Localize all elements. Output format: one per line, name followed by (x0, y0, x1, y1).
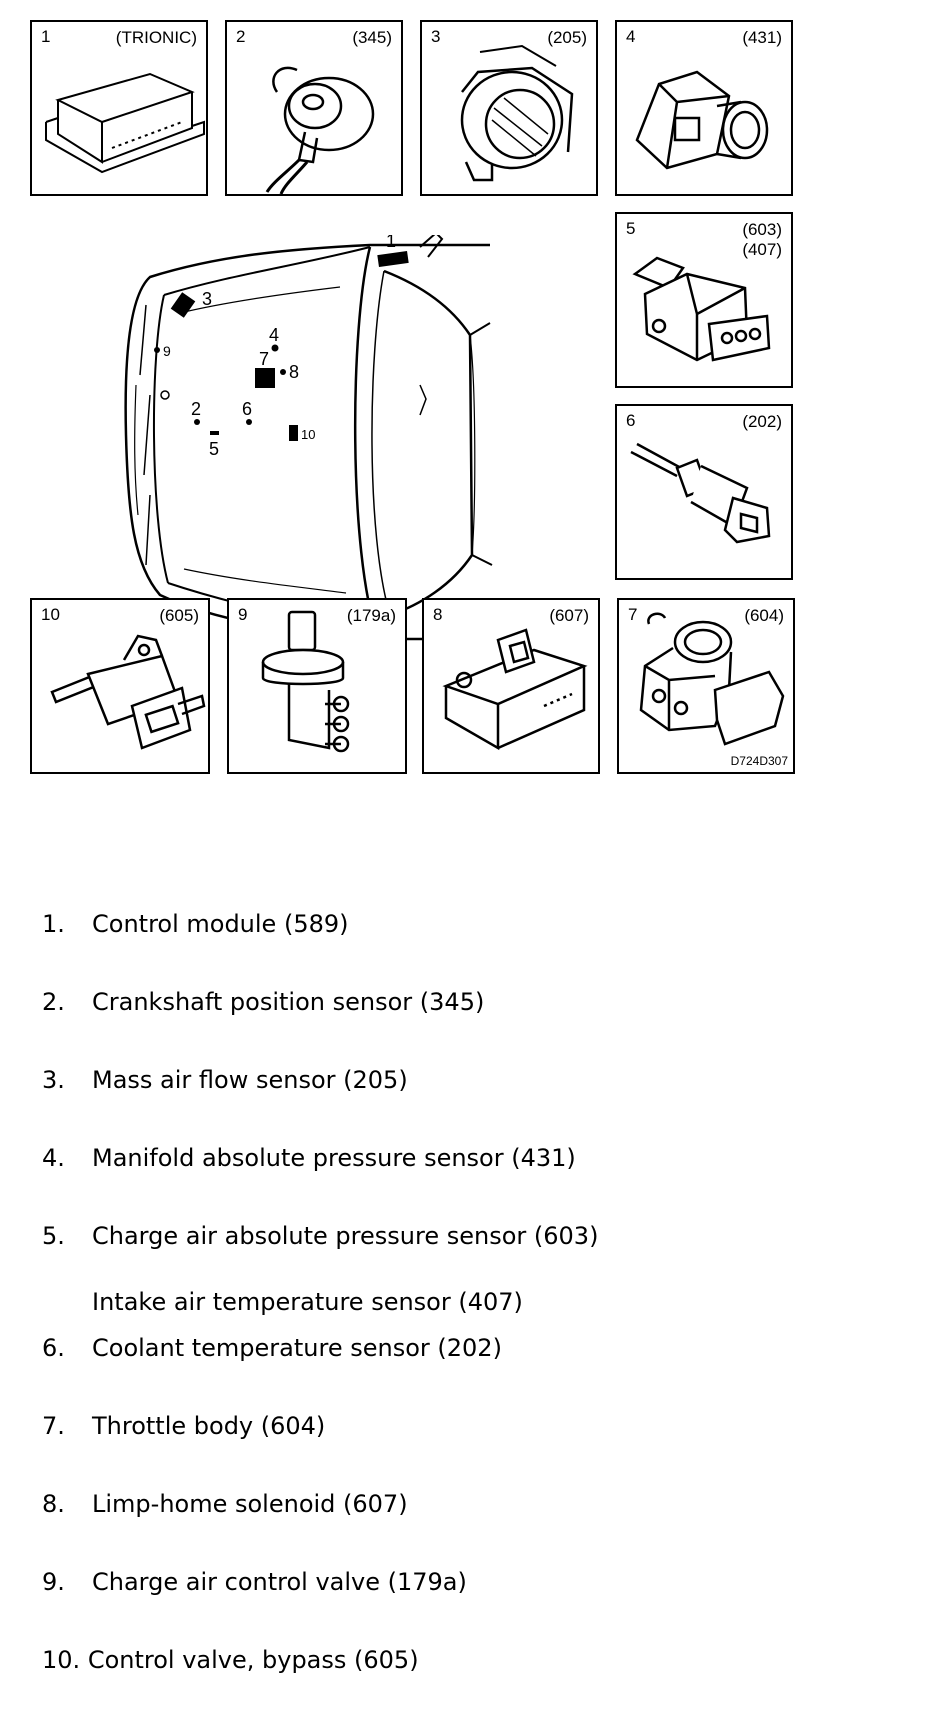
crankshaft-sensor-illustration (265, 66, 375, 194)
panel-code-secondary: (407) (742, 239, 782, 259)
legend-item-2: 2. Crankshaft position sensor (345) (42, 990, 484, 1014)
legend-text: Crankshaft position sensor (345) (92, 988, 485, 1016)
legend-number: 4. (42, 1144, 65, 1172)
legend-item-3: 3. Mass air flow sensor (205) (42, 1068, 408, 1092)
car-marker-circle (160, 390, 170, 400)
car-marker-2 (194, 419, 200, 425)
legend-text: Coolant temperature sensor (202) (92, 1334, 502, 1362)
panel-code: (607) (549, 606, 589, 625)
manifold-pressure-sensor-illustration (635, 70, 769, 170)
legend-item-8: 8. Limp-home solenoid (607) (42, 1492, 408, 1516)
panel-code: (431) (742, 28, 782, 47)
legend-number: 3. (42, 1066, 65, 1094)
panel-code: (179a) (346, 606, 396, 625)
panel-number: 8 (433, 605, 443, 624)
car-label-2: 2 (191, 399, 201, 419)
panel-manifold-pressure-sensor: 4 (431) (615, 20, 793, 196)
panel-coolant-temperature-sensor: 6 (202) (615, 404, 793, 580)
car-label-1: 1 (386, 235, 396, 251)
car-label-5: 5 (209, 439, 219, 459)
panel-bypass-control-valve: 10 (605) (30, 598, 210, 774)
legend-text: Manifold absolute pressure sensor (431) (92, 1144, 576, 1172)
legend-item-6: 6. Coolant temperature sensor (202) (42, 1336, 502, 1360)
legend-text: Throttle body (604) (92, 1412, 326, 1440)
car-marker-8 (280, 369, 286, 375)
panel-number: 10 (41, 605, 60, 624)
car-label-4: 4 (269, 325, 279, 345)
panel-code: (202) (742, 412, 782, 431)
throttle-body-illustration (639, 612, 785, 746)
legend-item-5-sub: Intake air temperature sensor (407) (92, 1288, 523, 1316)
legend-item-9: 9. Charge air control valve (179a) (42, 1570, 467, 1594)
panel-number: 3 (431, 27, 441, 46)
panel-number: 2 (236, 27, 246, 46)
panel-control-module: 1 (TRIONIC) (30, 20, 208, 196)
panel-code: (205) (547, 28, 587, 47)
panel-code: (603) (407) (742, 220, 782, 259)
panel-number: 5 (626, 219, 636, 238)
bypass-control-valve-illustration (50, 634, 206, 750)
legend-item-7: 7. Throttle body (604) (42, 1414, 325, 1438)
car-marker-6 (246, 419, 252, 425)
car-marker-9 (154, 347, 160, 353)
panel-code-primary: (603) (742, 220, 782, 239)
panel-code: (345) (352, 28, 392, 47)
coolant-temperature-sensor-illustration (630, 442, 771, 544)
car-label-8: 8 (289, 362, 299, 382)
legend-text: Charge air absolute pressure sensor (603… (92, 1222, 599, 1250)
legend-number: 8. (42, 1490, 65, 1518)
legend-number: 5. (42, 1222, 65, 1250)
car-marker-1 (377, 250, 409, 268)
legend-item-4: 4. Manifold absolute pressure sensor (431… (42, 1146, 576, 1170)
legend-number: 6. (42, 1334, 65, 1362)
car-marker-3 (170, 292, 196, 318)
legend-text: Mass air flow sensor (205) (92, 1066, 408, 1094)
charge-air-pressure-sensor-illustration (632, 256, 771, 362)
legend-number: 1. (42, 910, 65, 938)
legend-number: 10. (42, 1646, 81, 1674)
legend-text: Control module (589) (92, 910, 349, 938)
legend-number: 2. (42, 988, 65, 1016)
car-overview-diagram: 1 3 9 4 7 8 2 6 5 10 (124, 235, 493, 655)
drawing-reference: D724D307 (730, 754, 788, 768)
charge-air-control-valve-illustration (261, 610, 350, 753)
panel-code: (605) (159, 606, 199, 625)
limp-home-solenoid-illustration (442, 628, 588, 751)
legend-item-10: 10. Control valve, bypass (605) (42, 1648, 419, 1672)
car-label-9: 9 (163, 343, 171, 359)
legend-item-5: 5. Charge air absolute pressure sensor (6… (42, 1224, 598, 1248)
panel-charge-air-pressure-sensor: 5 (603) (407) (615, 212, 793, 388)
car-marker-5 (210, 431, 219, 435)
car-label-7: 7 (259, 349, 269, 369)
car-label-10: 10 (301, 427, 315, 442)
legend-text: Limp-home solenoid (607) (92, 1490, 408, 1518)
legend-text: Charge air control valve (179a) (92, 1568, 467, 1596)
mass-air-flow-sensor-illustration (460, 44, 574, 182)
panel-number: 7 (628, 605, 638, 624)
car-marker-7 (255, 368, 275, 388)
panel-crankshaft-sensor: 2 (345) (225, 20, 403, 196)
panel-limp-home-solenoid: 8 (607) (422, 598, 600, 774)
panel-throttle-body: 7 (604) D724D307 (617, 598, 795, 774)
car-label-6: 6 (242, 399, 252, 419)
panel-mass-air-flow-sensor: 3 (205) (420, 20, 598, 196)
panel-code: (604) (744, 606, 784, 625)
panel-charge-air-control-valve: 9 (179a) (227, 598, 407, 774)
car-marker-10 (289, 425, 298, 441)
panel-code: (TRIONIC) (115, 28, 197, 47)
panel-number: 4 (626, 27, 636, 46)
panel-number: 1 (41, 27, 51, 46)
car-label-3: 3 (202, 289, 212, 309)
legend-item-1: 1. Control module (589) (42, 912, 349, 936)
car-marker-4 (271, 344, 279, 352)
control-module-illustration (45, 72, 205, 174)
legend-number: 9. (42, 1568, 65, 1596)
panel-number: 9 (238, 605, 248, 624)
legend-number: 7. (42, 1412, 65, 1440)
legend-text: Control valve, bypass (605) (87, 1646, 419, 1674)
panel-number: 6 (626, 411, 636, 430)
